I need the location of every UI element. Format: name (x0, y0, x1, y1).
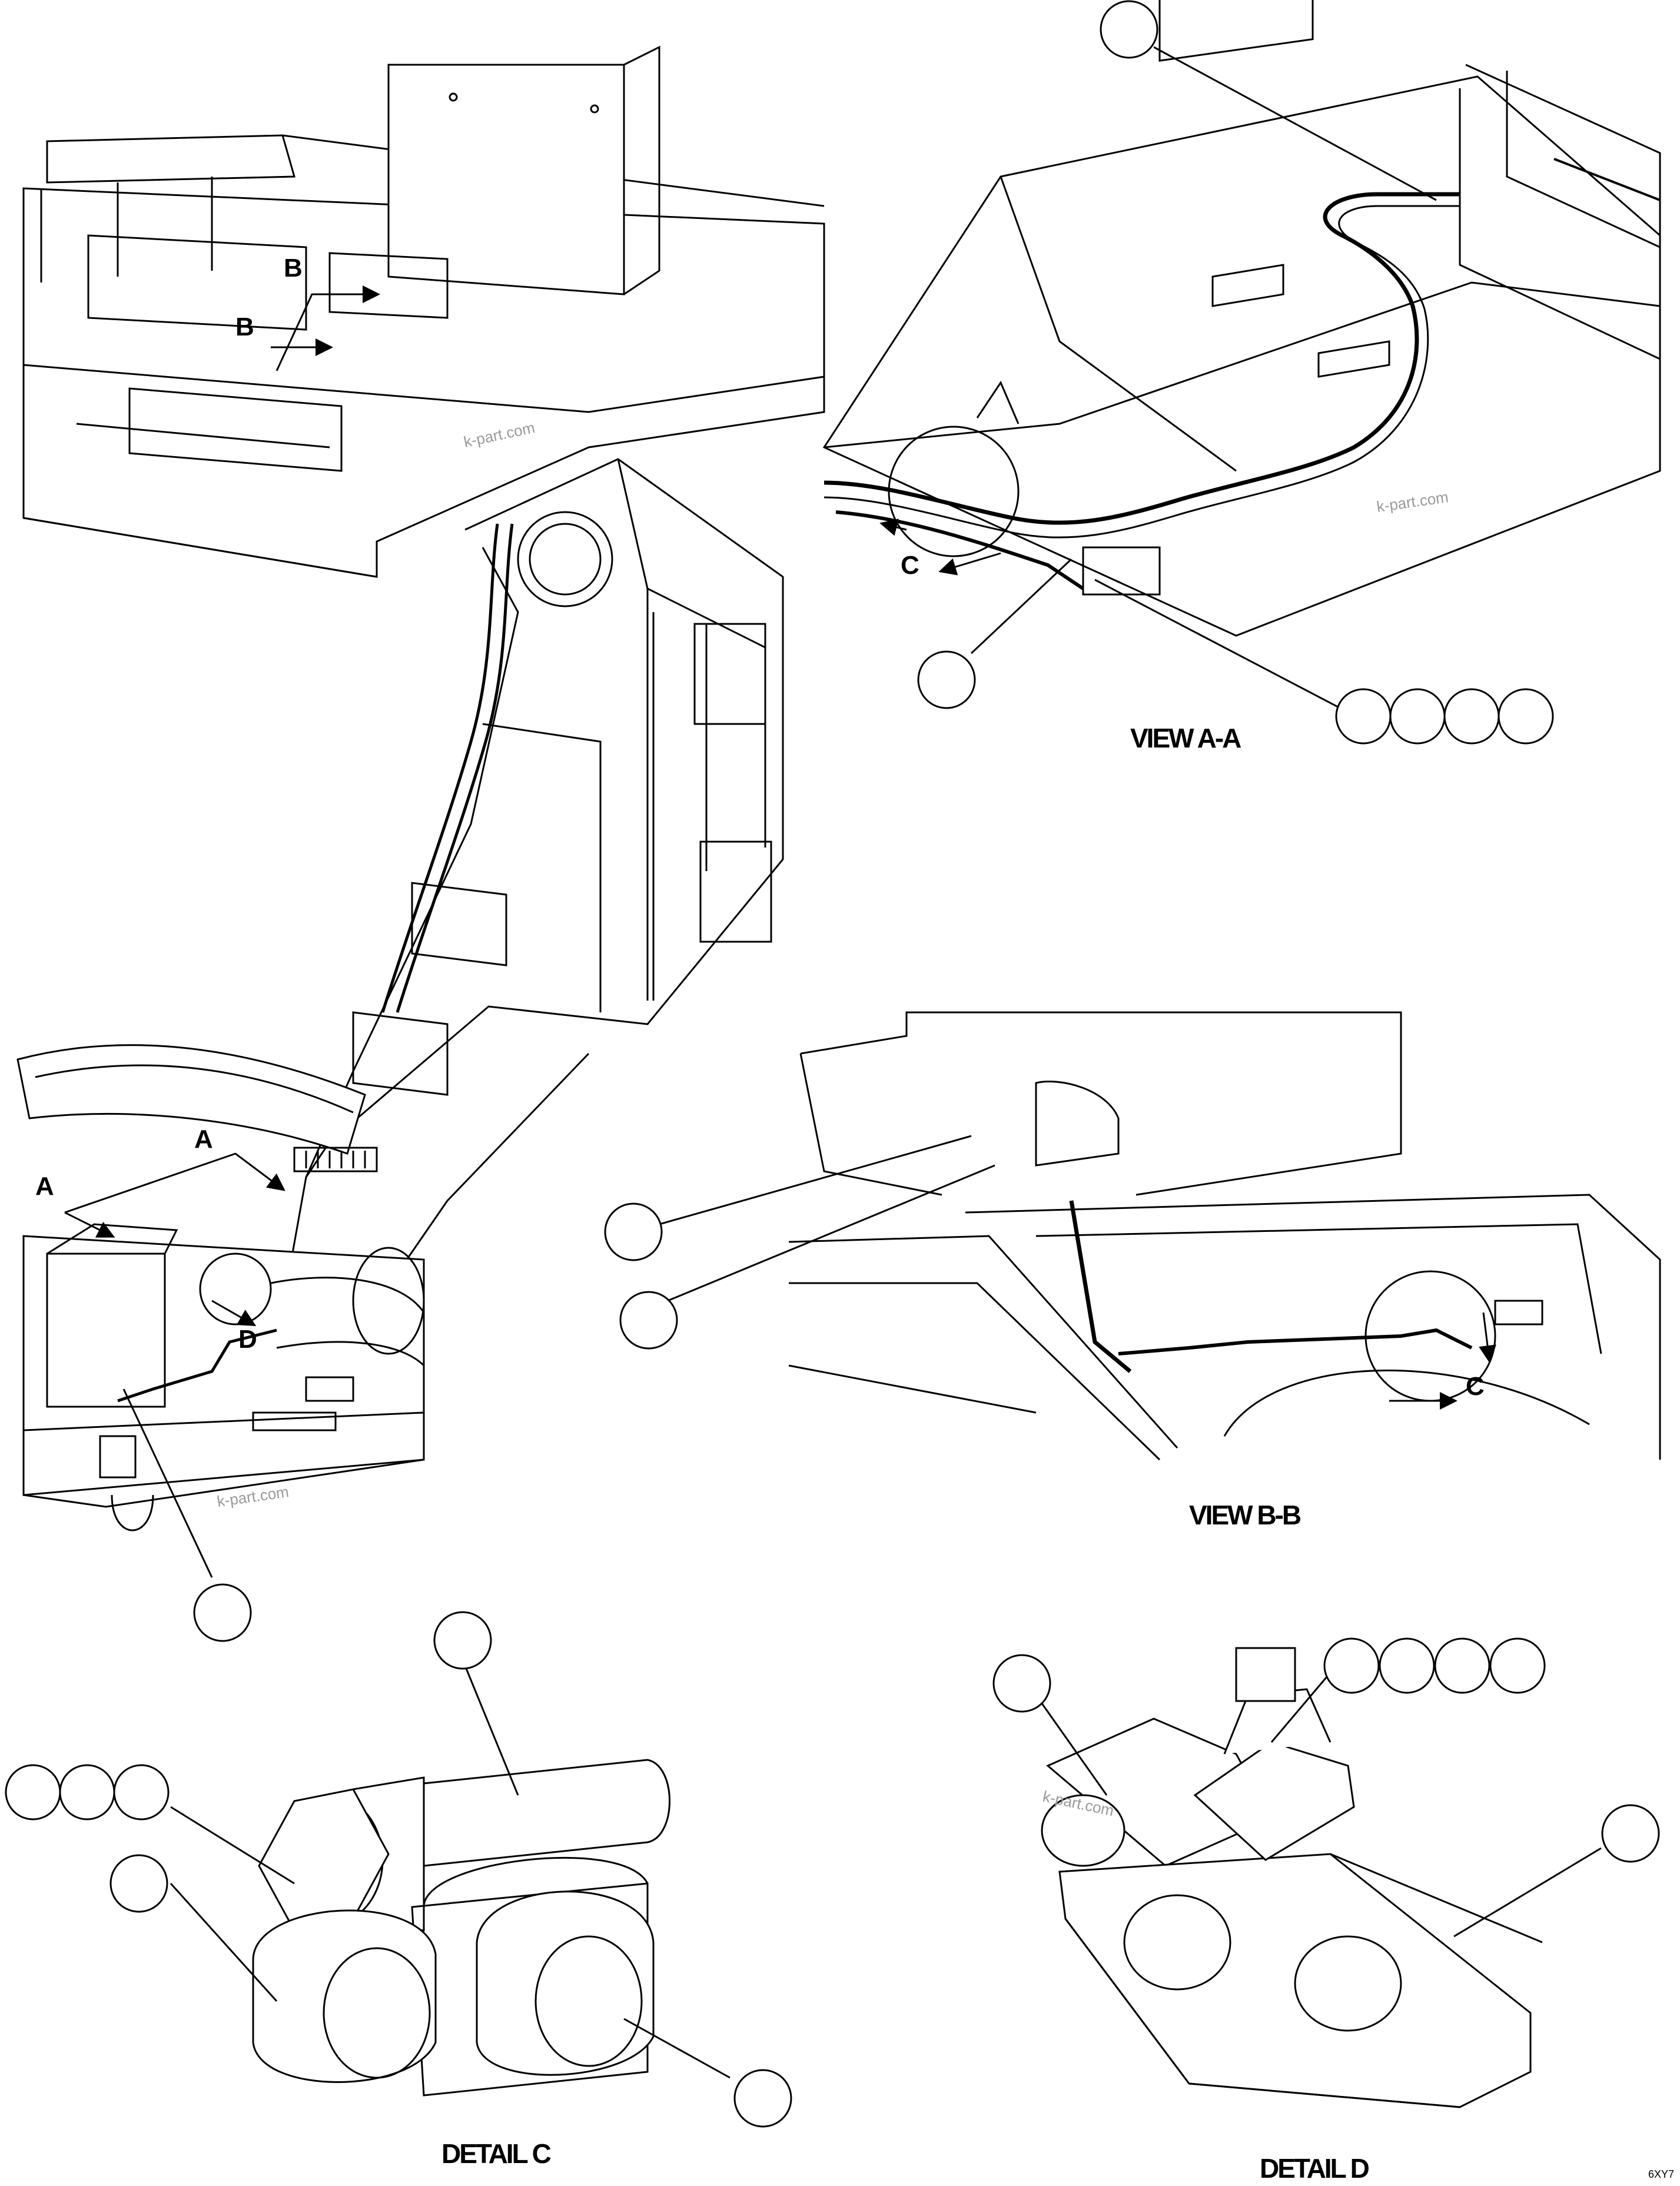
arrow-label-a-upper: A (194, 1125, 213, 1154)
watermark-main-upper: k-part.com (462, 418, 536, 451)
arrow-label-b-upper: B (284, 254, 303, 283)
arrow-label-d: D (238, 1325, 257, 1354)
callout-balloon-c-left (109, 1854, 168, 1913)
view-aa-title: VIEW A-A (1130, 723, 1241, 753)
arrow-label-c-view-bb: C (1466, 1372, 1485, 1401)
callout-balloon-bb-lower (619, 1291, 678, 1350)
callout-balloon-bb-upper (604, 1202, 663, 1261)
callout-balloon-c-top (433, 1611, 492, 1670)
detail-c-drawing (170, 1665, 731, 2097)
figure-code: 6XY7 (1648, 2168, 1674, 2180)
callout-balloon-aa-group-4 (1498, 688, 1554, 745)
arrow-label-c-view-aa: C (901, 551, 919, 580)
callout-balloon-c-group-2 (59, 1764, 115, 1820)
callout-balloon-d-group-3 (1434, 1637, 1490, 1694)
callout-balloon-c-group-3 (113, 1764, 170, 1820)
callout-balloon-aa-group-3 (1443, 688, 1500, 745)
watermark-main-lower: k-part.com (216, 1483, 290, 1510)
callout-balloon-d-left (992, 1654, 1051, 1713)
callout-balloon-d-right (1601, 1804, 1660, 1863)
callout-balloon-c-group-1 (5, 1764, 61, 1820)
callout-balloon-aa-top (1100, 0, 1158, 59)
callout-balloon-main (193, 1583, 252, 1642)
arrow-label-a-lower: A (35, 1172, 54, 1201)
callout-balloon-aa-group-2 (1389, 688, 1446, 745)
view-bb-title: VIEW B-B (1189, 1500, 1301, 1530)
callout-balloon-c-right (733, 2069, 792, 2128)
detail-c-title: DETAIL C (441, 2138, 551, 2169)
callout-balloon-aa-left (917, 650, 976, 709)
callout-balloon-d-group-1 (1323, 1637, 1380, 1694)
callout-balloon-aa-group-1 (1335, 688, 1392, 745)
view-bb-drawing (653, 1011, 1661, 1461)
detail-d-drawing (1035, 1647, 1602, 2108)
main-view-drawing (16, 45, 825, 1578)
view-aa-drawing (822, 0, 1661, 713)
callout-balloon-d-group-2 (1379, 1637, 1435, 1694)
arrow-label-b-lower: B (235, 313, 254, 341)
detail-d-title: DETAIL D (1260, 2153, 1369, 2184)
callout-balloon-d-group-4 (1489, 1637, 1546, 1694)
